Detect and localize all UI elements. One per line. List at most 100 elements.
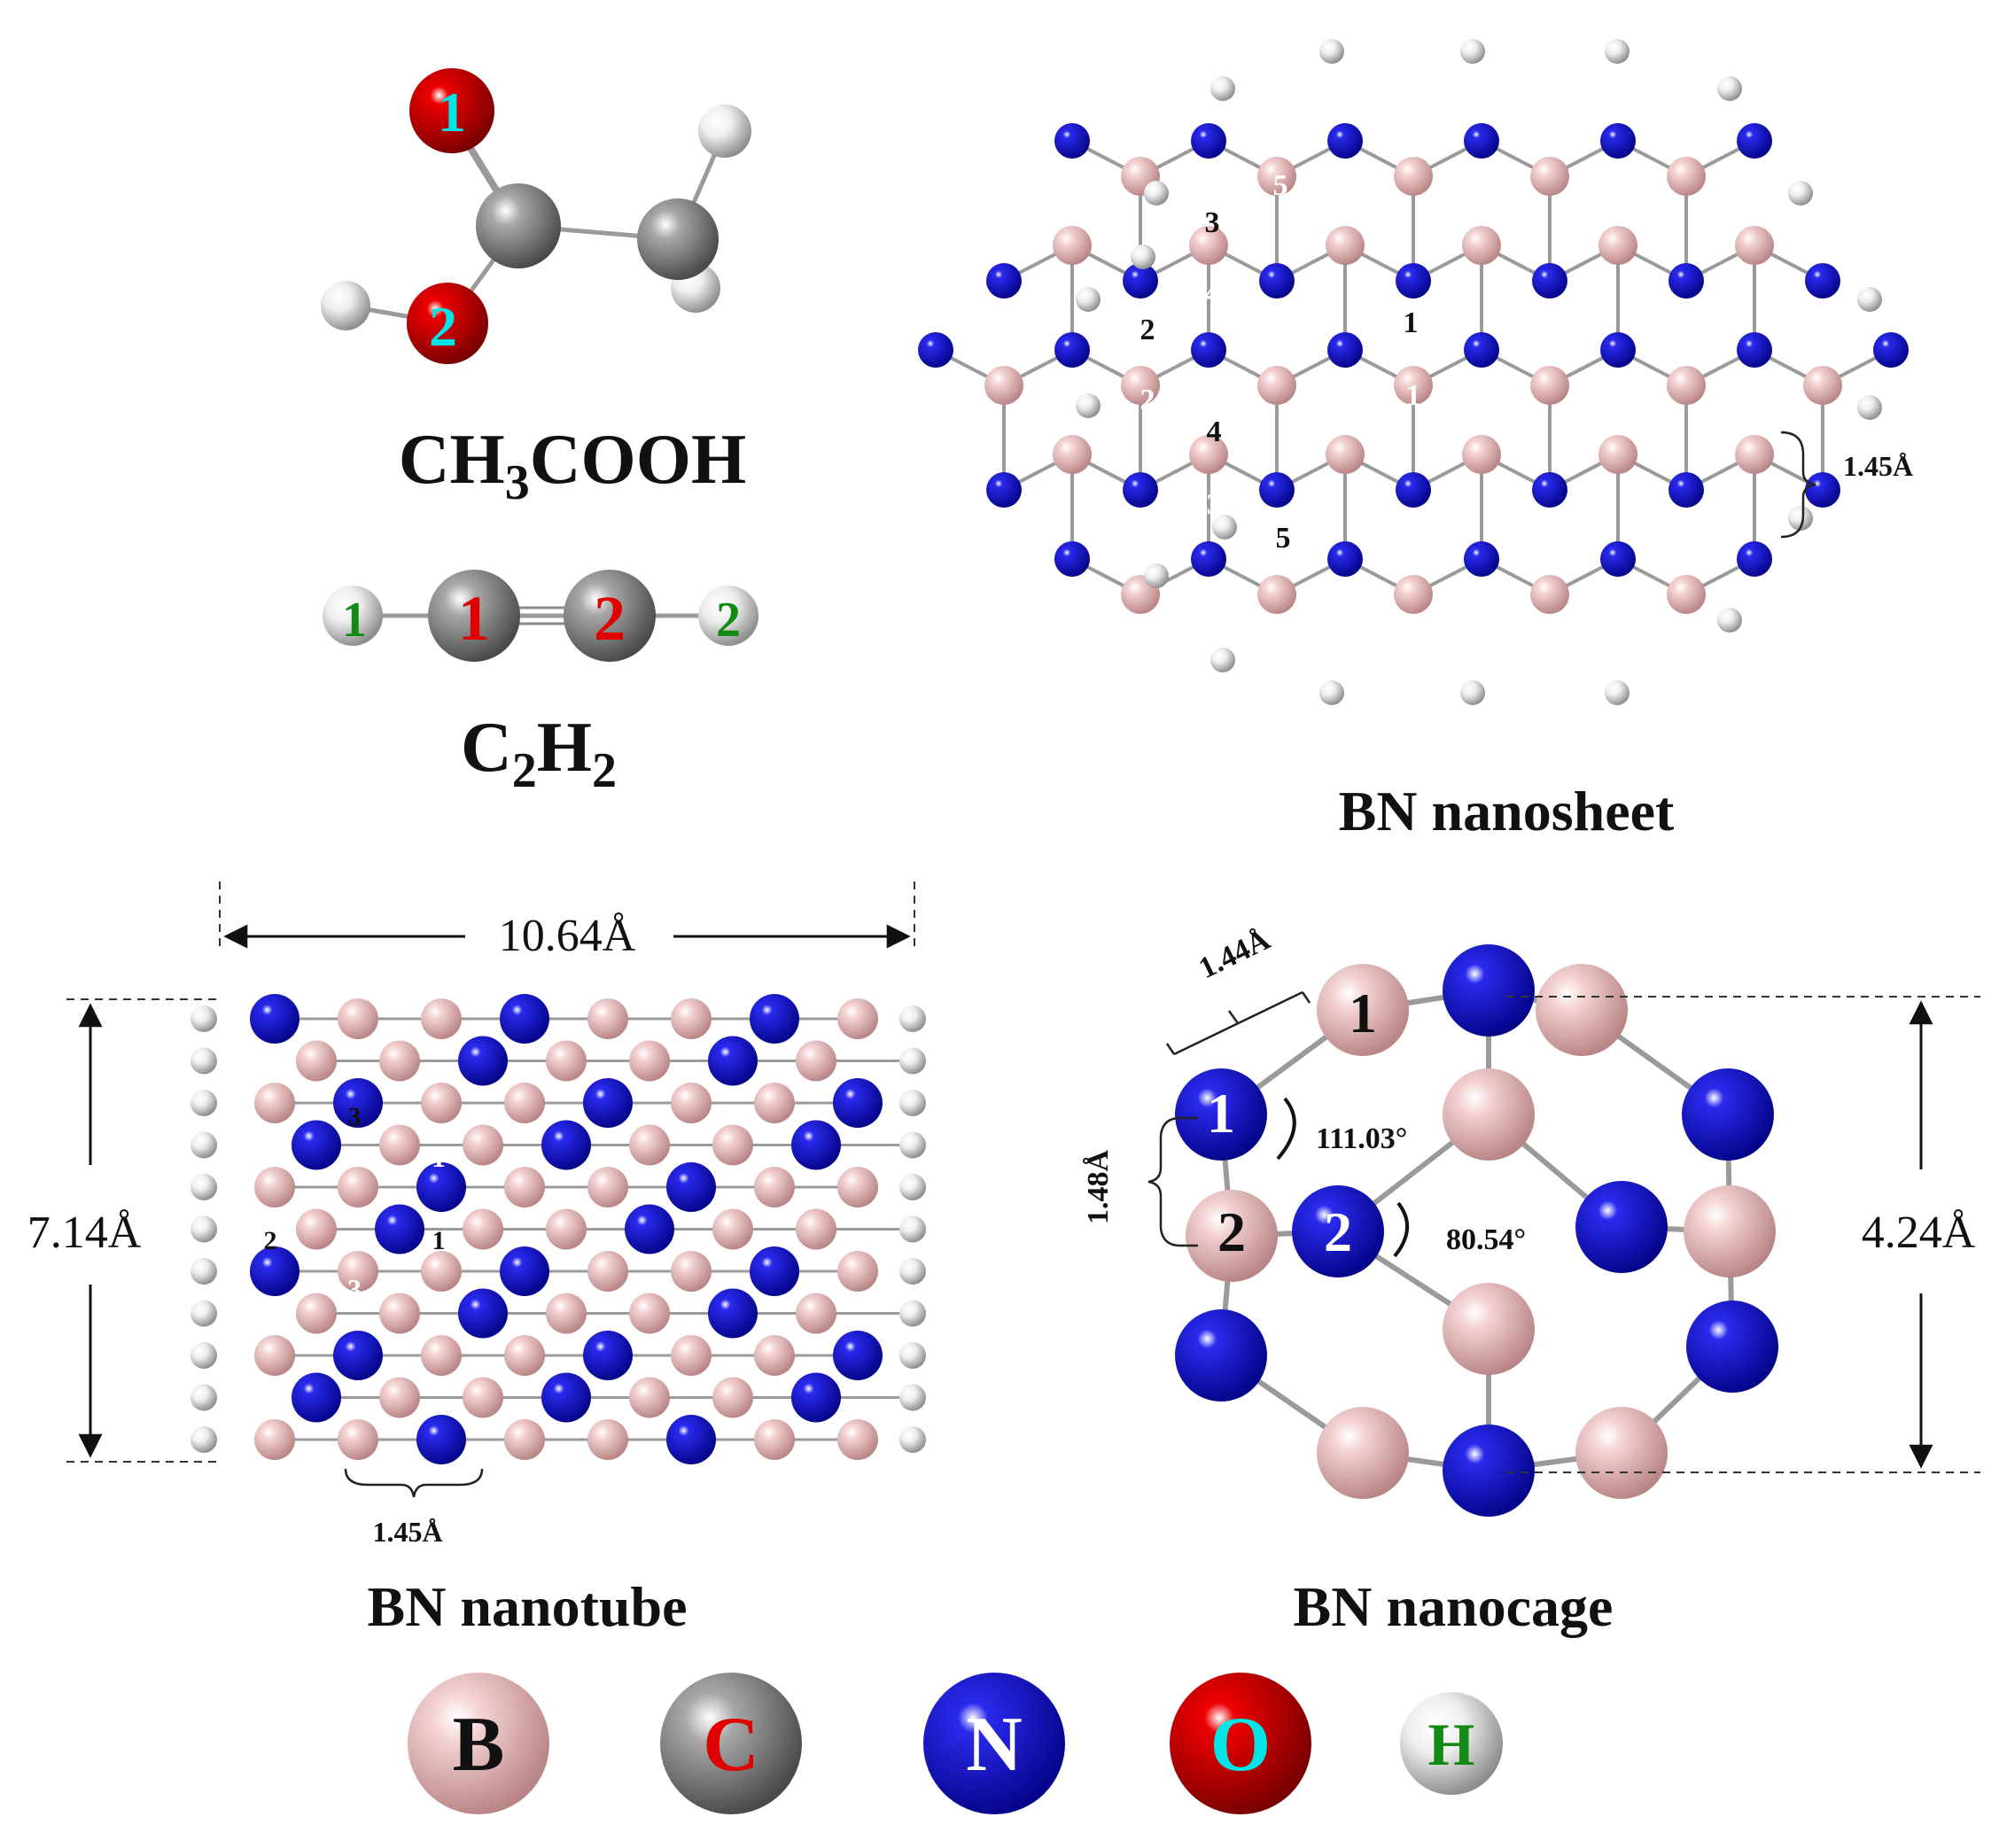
boron-atom	[587, 1419, 628, 1460]
boron-atom	[1317, 964, 1409, 1056]
boron-atom	[504, 1083, 545, 1123]
boron-atom	[1317, 1407, 1409, 1499]
nitrogen-atom	[666, 1415, 716, 1464]
boron-atom	[1667, 366, 1706, 405]
sheet-n-label-4: 4	[1205, 277, 1220, 310]
carbon-atom	[476, 183, 561, 268]
boron-atom	[671, 1083, 712, 1123]
nitrogen-atom	[750, 1246, 799, 1296]
bn-nanotube-structure	[191, 994, 926, 1464]
boron-atom	[629, 1124, 670, 1166]
nitrogen-atom	[1259, 263, 1295, 299]
tube-n-label-2: 2	[264, 1141, 278, 1173]
hydrogen-atom	[1605, 680, 1630, 705]
boron-atom	[712, 1377, 753, 1418]
nitrogen-atom	[416, 1415, 466, 1464]
sheet-b-label-3: 3	[1205, 206, 1220, 239]
nitrogen-atom	[708, 1036, 758, 1086]
nitrogen-atom	[333, 1078, 383, 1128]
hydrogen-atom	[1076, 287, 1101, 312]
nitrogen-atom	[1259, 472, 1295, 508]
nitrogen-atom	[1575, 1181, 1668, 1273]
boron-atom	[504, 1167, 545, 1207]
nitrogen-atom	[666, 1162, 716, 1212]
nitrogen-atom	[1686, 1301, 1778, 1393]
carbon-atom-1	[428, 570, 520, 662]
boron-atom	[712, 1124, 753, 1166]
hydrogen-atom	[899, 1342, 926, 1369]
acetic-acid-formula: CH3COOH	[399, 421, 746, 510]
hydrogen-atom	[1788, 181, 1813, 206]
boron-atom	[1394, 157, 1433, 196]
boron-atom	[379, 1124, 420, 1166]
boron-atom	[338, 1251, 378, 1292]
boron-atom	[379, 1040, 420, 1082]
nitrogen-atom	[1464, 332, 1499, 368]
boron-atom	[1257, 366, 1296, 405]
boron-atom	[1189, 435, 1228, 474]
tube-b-label-2: 2	[264, 1226, 277, 1255]
boron-atom	[837, 998, 878, 1039]
boron-atom	[1443, 1068, 1535, 1161]
nitrogen-atom	[1443, 1425, 1535, 1517]
boron-atom	[1575, 1407, 1668, 1499]
hydrogen-atom	[191, 1300, 217, 1327]
boron-atom	[796, 1040, 836, 1082]
boron-atom	[587, 1167, 628, 1207]
boron-atom	[254, 1419, 295, 1460]
boron-atom	[1257, 575, 1296, 614]
hydrogen-atom	[191, 1131, 217, 1159]
hydrogen-atom	[191, 1426, 217, 1453]
nanocage-number-labels: 1 1 2 2	[1207, 982, 1377, 1263]
nitrogen-atom	[833, 1331, 883, 1380]
carbon-label-1: 1	[458, 583, 490, 654]
nitrogen-atom	[458, 1036, 508, 1086]
boron-atom	[1053, 226, 1092, 265]
hydrogen-atom	[1717, 76, 1742, 101]
legend-label-boron: B	[453, 1702, 505, 1788]
legend-label-hydrogen: H	[1428, 1711, 1475, 1778]
boron-atom	[546, 1208, 587, 1250]
nitrogen-atom	[1668, 263, 1704, 299]
hydrogen-atom	[899, 1258, 926, 1285]
hydrogen-atom	[1857, 287, 1882, 312]
element-legend: B C N O H	[408, 1673, 1503, 1814]
cage-n-label-2: 2	[1324, 1200, 1352, 1263]
nitrogen-atom	[1682, 1068, 1774, 1161]
nitrogen-atom	[1175, 1068, 1267, 1161]
nitrogen-atom	[1054, 541, 1090, 577]
nanotube-diameter: 7.14Å	[27, 1207, 142, 1258]
hydrogen-atom	[899, 1300, 926, 1327]
nitrogen-atom	[1532, 472, 1567, 508]
nitrogen-atom	[583, 1331, 633, 1380]
nitrogen-atom	[333, 1331, 383, 1380]
boron-atom	[587, 1251, 628, 1292]
boron-atom	[754, 1419, 795, 1460]
boron-atom	[671, 998, 712, 1039]
sheet-b-label-5: 5	[1276, 522, 1291, 555]
nitrogen-atom	[986, 472, 1022, 508]
nitrogen-atom	[292, 1372, 341, 1423]
nitrogen-atom	[292, 1120, 341, 1170]
boron-atom	[1121, 366, 1160, 405]
nitrogen-atom	[1600, 123, 1636, 159]
hydrogen-atom	[321, 281, 370, 330]
boron-atom	[984, 366, 1023, 405]
nitrogen-atom	[1327, 332, 1363, 368]
nitrogen-atom	[375, 1204, 424, 1254]
hydrogen-atom	[1076, 393, 1101, 418]
nitrogen-atom	[1737, 123, 1772, 159]
bn-nanocage-structure	[1175, 944, 1778, 1517]
oxygen-legend-sphere	[1170, 1673, 1311, 1814]
boron-atom	[1530, 366, 1569, 405]
hydrogen-atom	[1131, 245, 1155, 269]
hydrogen-atom	[1144, 563, 1169, 588]
nitrogen-atom	[1327, 123, 1363, 159]
oxygen-label-1: 1	[438, 81, 466, 144]
tube-b-label-1: 1	[432, 1226, 446, 1255]
sheet-bond-length: 1.45Å	[1843, 450, 1913, 482]
tube-bond-length: 1.45Å	[372, 1516, 442, 1548]
nanotube-annotations: 1.45Å 1 2 3 1 2 3	[264, 1102, 484, 1548]
tube-n-label-1: 1	[432, 1141, 446, 1173]
